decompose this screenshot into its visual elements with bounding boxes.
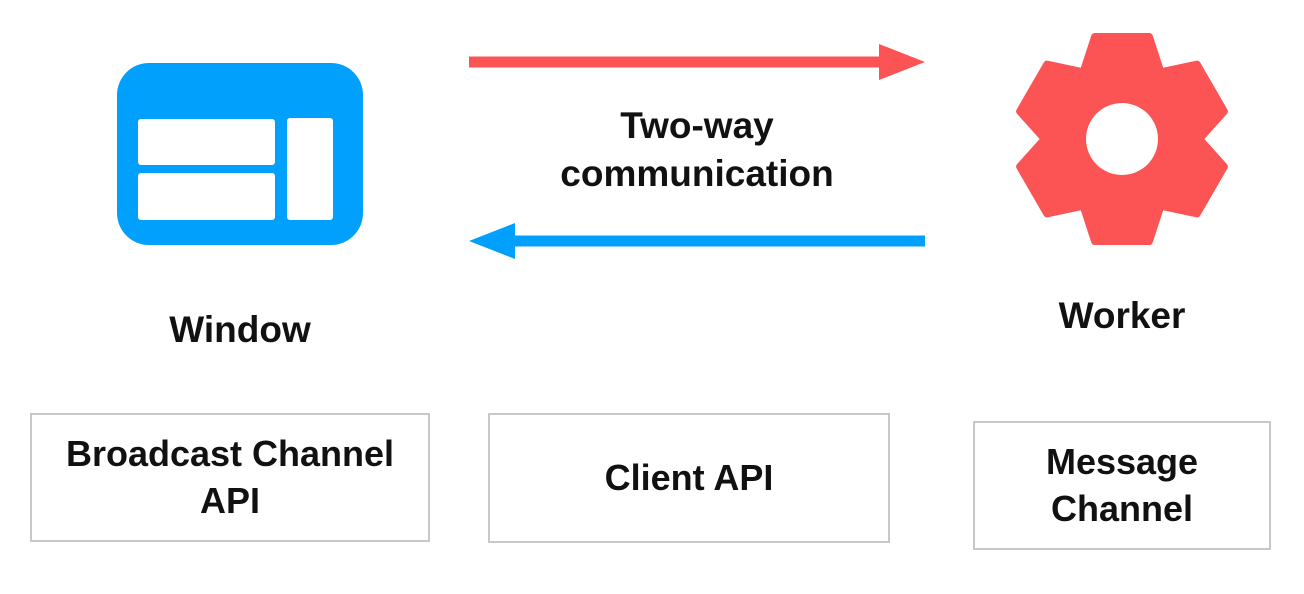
worker-label: Worker bbox=[1058, 295, 1186, 336]
browser-window-pane-side bbox=[287, 118, 333, 220]
browser-window-pane-top bbox=[138, 119, 275, 165]
broadcast-channel-api-label: Broadcast Channel API bbox=[65, 433, 395, 521]
client-api-label: Client API bbox=[604, 456, 774, 498]
two-way-communication-label: Two-way communication bbox=[560, 105, 834, 194]
gear-icon bbox=[1016, 33, 1228, 245]
worker-to-window-arrow-shaft bbox=[513, 235, 925, 247]
window-label: Window bbox=[169, 309, 311, 350]
broadcast-channel-api-box: Broadcast Channel API bbox=[30, 413, 430, 542]
browser-window-icon bbox=[117, 63, 363, 245]
message-channel-label: Message Channel bbox=[1045, 441, 1199, 529]
window-to-worker-arrow bbox=[469, 44, 925, 80]
worker-to-window-arrow-head bbox=[469, 223, 515, 259]
message-channel-box: Message Channel bbox=[973, 421, 1271, 550]
client-api-box: Client API bbox=[488, 413, 890, 543]
window-to-worker-arrow-head bbox=[879, 44, 925, 80]
window-to-worker-arrow-shaft bbox=[469, 56, 881, 68]
worker-to-window-arrow bbox=[469, 223, 925, 259]
browser-window-pane-bottom bbox=[138, 173, 275, 220]
gear-hole bbox=[1086, 103, 1158, 175]
